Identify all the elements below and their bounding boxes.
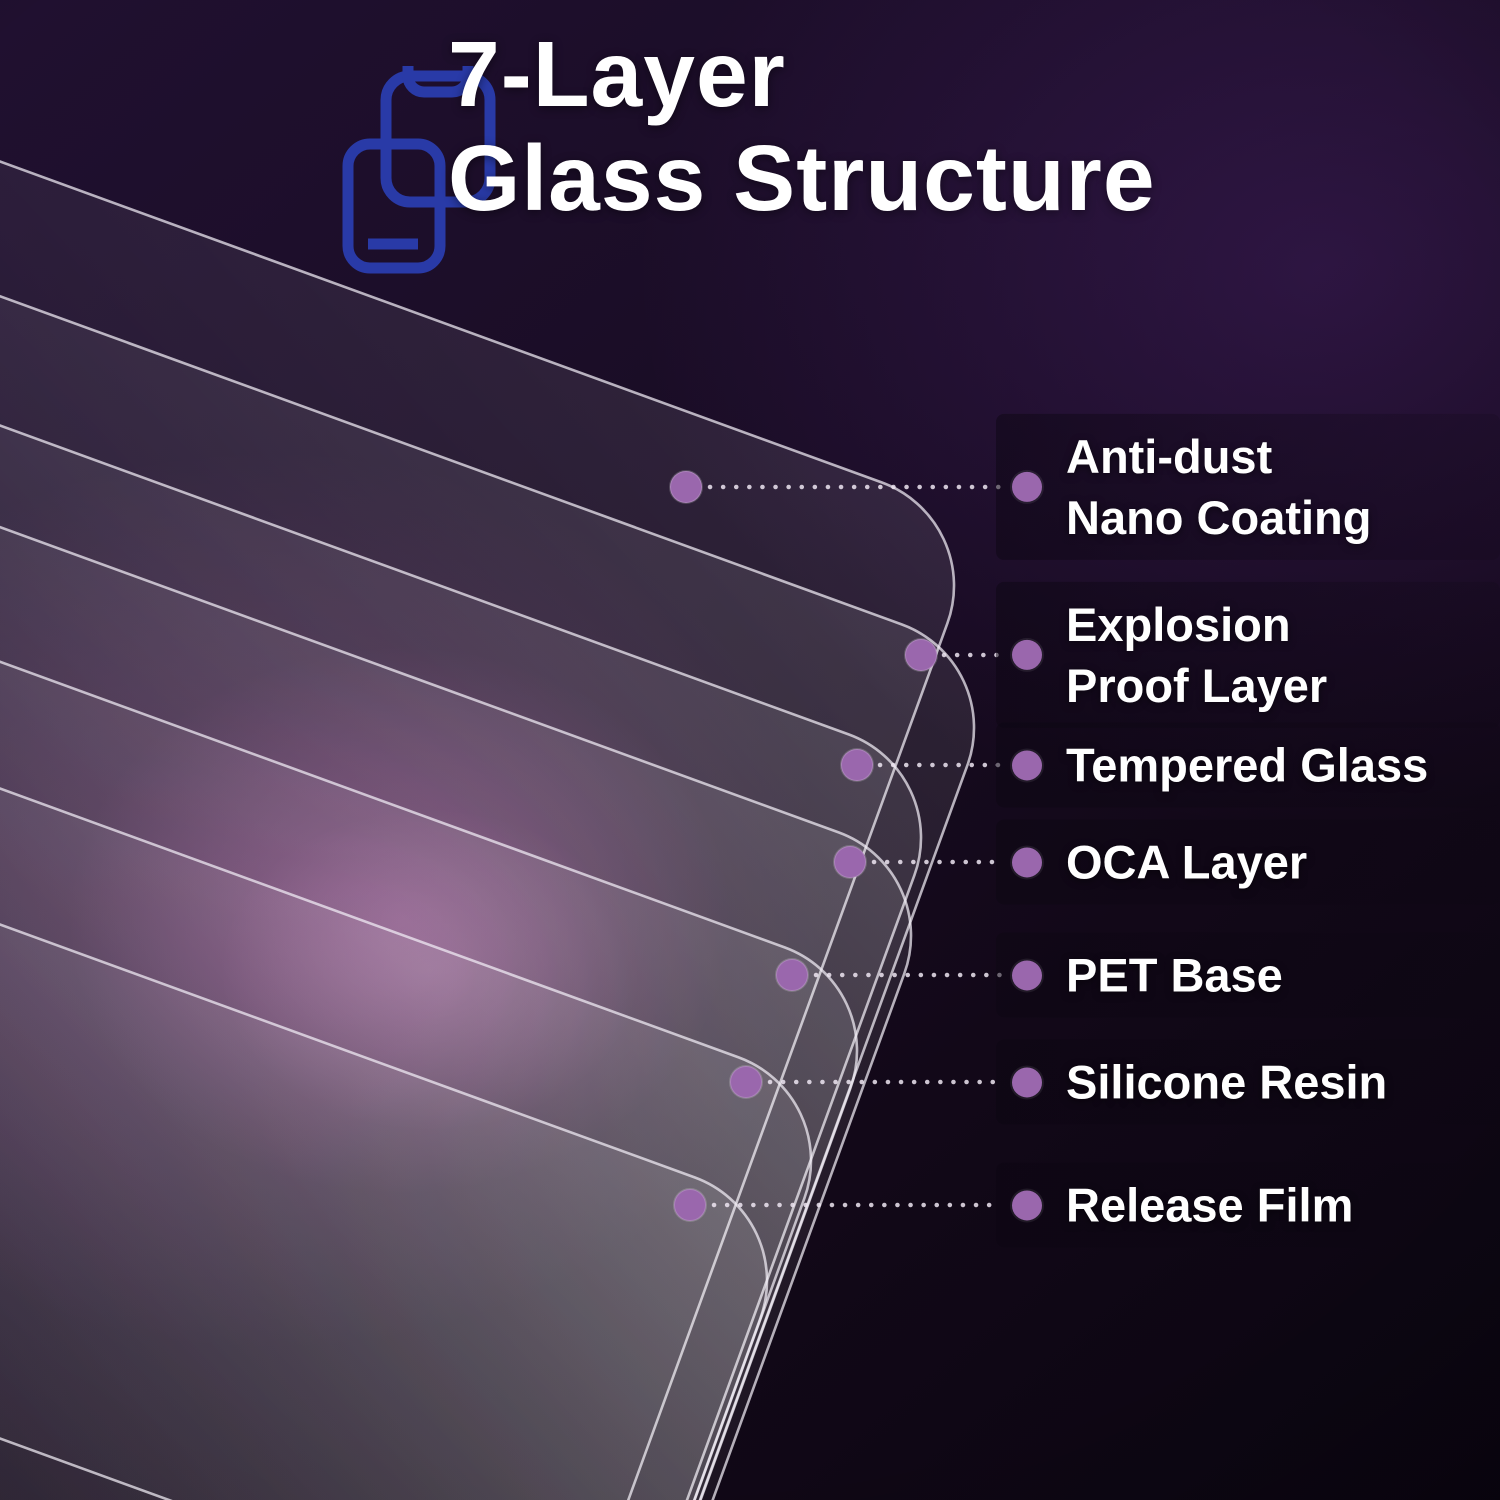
label-dot-icon bbox=[1012, 1067, 1042, 1097]
layer-label-oca-layer: OCA Layer bbox=[996, 819, 1500, 905]
title-line-2: Glass Structure bbox=[448, 126, 1156, 231]
layer-dot-tempered-glass bbox=[840, 748, 874, 782]
label-line-1: Release Film bbox=[1066, 1178, 1354, 1232]
layer-dot-oca-layer bbox=[833, 845, 867, 879]
layer-label-tempered-glass: Tempered Glass bbox=[996, 722, 1500, 808]
label-dot-icon bbox=[1012, 1190, 1042, 1220]
label-line-1: OCA Layer bbox=[1066, 835, 1308, 889]
layer-dot-pet-base bbox=[775, 958, 809, 992]
label-dot-icon bbox=[1012, 960, 1042, 990]
layer-label-text: Anti-dust Nano Coating bbox=[1066, 426, 1371, 548]
title-line-1: 7-Layer bbox=[448, 22, 786, 126]
label-line-1: Explosion bbox=[1066, 597, 1291, 651]
layer-label-text: OCA Layer bbox=[1066, 831, 1307, 892]
layer-label-text: Release Film bbox=[1066, 1174, 1353, 1235]
layer-dot-anti-dust bbox=[669, 470, 703, 504]
layer-dot-silicone-resin bbox=[729, 1065, 763, 1099]
layer-label-pet-base: PET Base bbox=[996, 932, 1500, 1018]
layer-label-text: PET Base bbox=[1066, 944, 1283, 1005]
layer-label-text: Tempered Glass bbox=[1066, 734, 1428, 795]
label-line-1: PET Base bbox=[1066, 948, 1283, 1002]
label-line-1: Silicone Resin bbox=[1066, 1055, 1388, 1109]
layer-label-text: Silicone Resin bbox=[1066, 1051, 1387, 1112]
layer-dot-release-film bbox=[673, 1188, 707, 1222]
label-dot-icon bbox=[1012, 640, 1042, 670]
phone-camera-shape bbox=[402, 66, 474, 98]
layer-label-release-film: Release Film bbox=[996, 1162, 1500, 1248]
label-line-1: Anti-dust bbox=[1066, 429, 1273, 483]
page-title: 7-Layer Glass Structure bbox=[448, 22, 1156, 230]
layer-label-anti-dust: Anti-dust Nano Coating bbox=[996, 413, 1500, 561]
label-dot-icon bbox=[1012, 847, 1042, 877]
layer-dot-explosion-proof bbox=[904, 638, 938, 672]
phone-stack-icon bbox=[342, 66, 496, 274]
layer-label-text: Explosion Proof Layer bbox=[1066, 594, 1327, 716]
label-line-2: Proof Layer bbox=[1066, 659, 1328, 712]
layer-label-silicone-resin: Silicone Resin bbox=[996, 1039, 1500, 1125]
phone-front-shape bbox=[342, 138, 446, 274]
label-dot-icon bbox=[1012, 750, 1042, 780]
label-line-2: Nano Coating bbox=[1066, 491, 1372, 544]
layer-label-explosion-proof: Explosion Proof Layer bbox=[996, 581, 1500, 729]
label-line-1: Tempered Glass bbox=[1066, 738, 1429, 792]
label-dot-icon bbox=[1012, 472, 1042, 502]
